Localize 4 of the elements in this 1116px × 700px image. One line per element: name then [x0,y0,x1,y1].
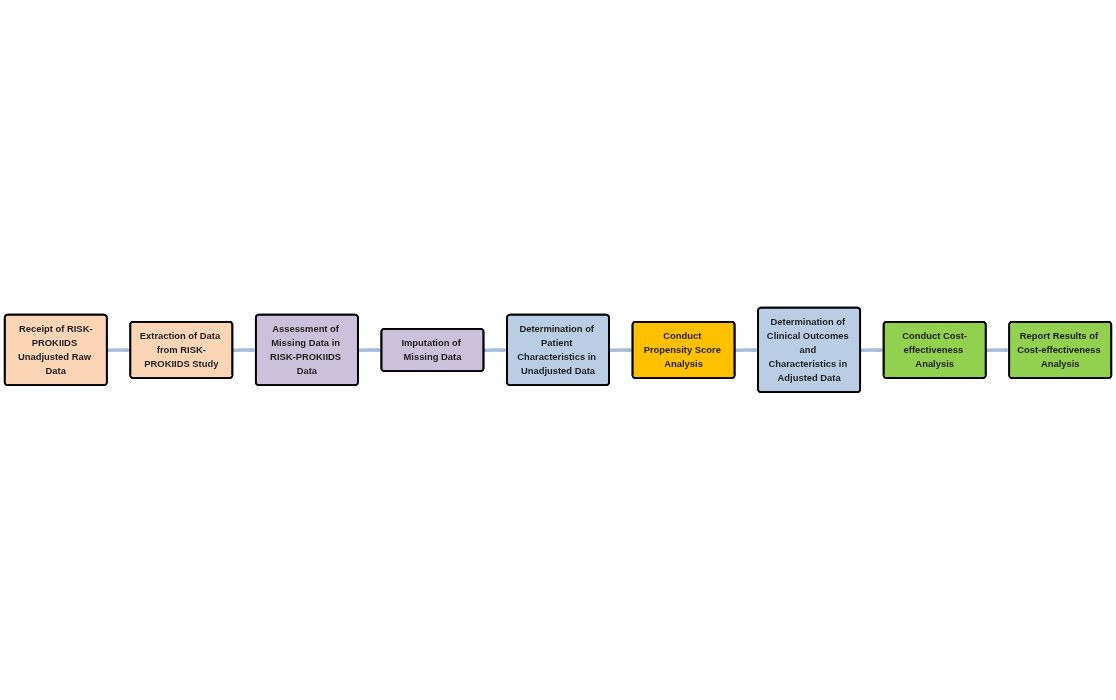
arrow [985,347,1010,353]
arrow [734,347,759,353]
arrow [107,347,131,353]
arrow [358,347,382,353]
